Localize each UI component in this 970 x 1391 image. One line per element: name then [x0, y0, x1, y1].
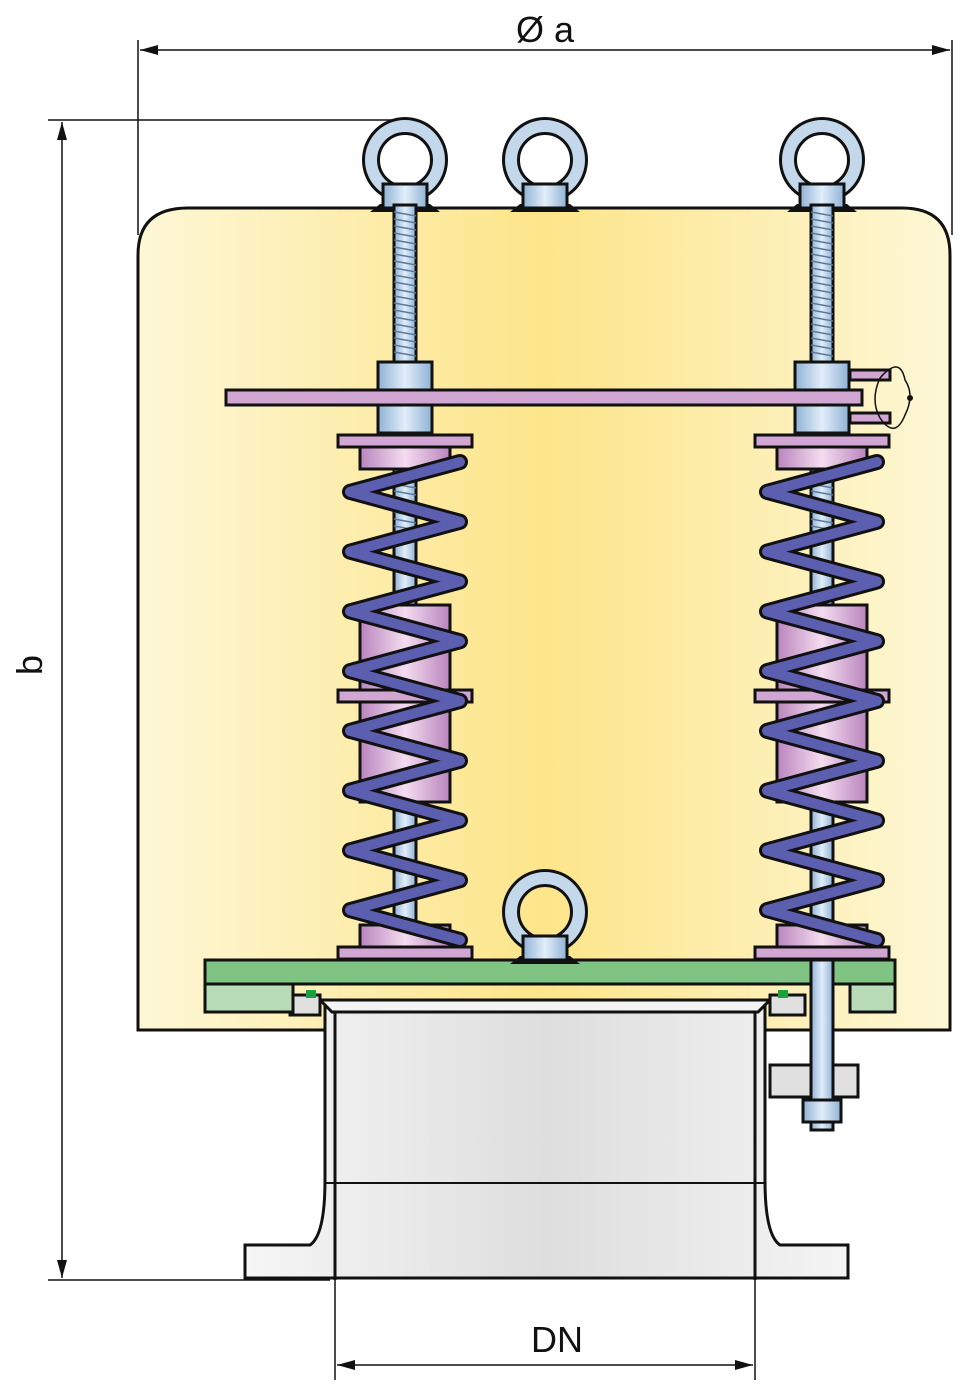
thread-line: [393, 490, 417, 496]
eye-bolt-collar: [521, 182, 569, 210]
dn-label: DN: [531, 1319, 583, 1360]
thread-line: [393, 211, 417, 217]
thread-line: [810, 518, 834, 524]
thread-line: [393, 239, 417, 245]
thread-line: [393, 330, 417, 336]
thread-line: [393, 344, 417, 350]
thread-line: [393, 337, 417, 343]
hood-housing: [136, 206, 952, 1032]
nut: [376, 360, 434, 392]
thread-line: [393, 295, 417, 301]
lower-nut: [801, 1098, 843, 1124]
thread-line: [393, 323, 417, 329]
diameter-label: Ø a: [516, 9, 575, 50]
nut: [793, 360, 851, 392]
thread-line: [810, 267, 834, 273]
thread-line: [393, 232, 417, 238]
eye-bolt: [779, 117, 865, 212]
thread-line: [393, 218, 417, 224]
thread-line: [810, 344, 834, 350]
thread-line: [393, 267, 417, 273]
thread-line: [810, 246, 834, 252]
eye-bolts: [362, 117, 865, 964]
thread-line: [810, 239, 834, 245]
spring-washer-bottom: [336, 945, 474, 961]
thread-line: [810, 295, 834, 301]
thread-line: [393, 274, 417, 280]
thread-line: [810, 281, 834, 287]
cross-plate: [224, 388, 864, 407]
thread-line: [810, 232, 834, 238]
thread-line: [393, 309, 417, 315]
thread-line: [393, 260, 417, 266]
seal-wire: [848, 366, 913, 429]
thread-line: [810, 337, 834, 343]
compression-spring: [762, 457, 882, 945]
thread-line: [810, 274, 834, 280]
thread-line: [810, 260, 834, 266]
nut: [376, 403, 434, 435]
nut: [793, 403, 851, 435]
eye-bolt-collar: [521, 934, 569, 962]
thread-line: [393, 281, 417, 287]
height-label: b: [9, 655, 50, 675]
dimension-diameter: Ø a: [137, 9, 953, 235]
thread-line: [810, 351, 834, 357]
rod-lower: [809, 958, 835, 1132]
thread-line: [393, 253, 417, 259]
thread-line: [393, 225, 417, 231]
thread-line: [393, 351, 417, 357]
spring-washer-bottom: [753, 945, 891, 961]
spring-assemblies: [336, 203, 891, 1132]
rod-extension: [801, 958, 843, 1132]
eye-bolt: [502, 117, 588, 212]
thread-line: [810, 225, 834, 231]
thread-line: [393, 288, 417, 294]
pipe-nozzle: [243, 993, 860, 1280]
thread-line: [393, 302, 417, 308]
eye-bolt: [502, 869, 588, 964]
thread-line: [810, 309, 834, 315]
spring-washer-top: [336, 433, 474, 449]
thread-line: [810, 302, 834, 308]
dimension-dn: DN: [334, 1280, 756, 1380]
thread-line: [810, 253, 834, 259]
compression-spring: [345, 457, 465, 945]
thread-line: [810, 316, 834, 322]
eye-bolt: [362, 117, 448, 212]
spring-washer-top: [753, 433, 891, 449]
thread-line: [810, 323, 834, 329]
thread-line: [810, 330, 834, 336]
thread-line: [393, 246, 417, 252]
thread-line: [810, 211, 834, 217]
thread-line: [393, 316, 417, 322]
thread-line: [810, 288, 834, 294]
thread-line: [393, 518, 417, 524]
spring-assembly: [336, 203, 474, 962]
thread-line: [810, 218, 834, 224]
thread-line: [810, 490, 834, 496]
dimension-height: b: [9, 119, 400, 1281]
